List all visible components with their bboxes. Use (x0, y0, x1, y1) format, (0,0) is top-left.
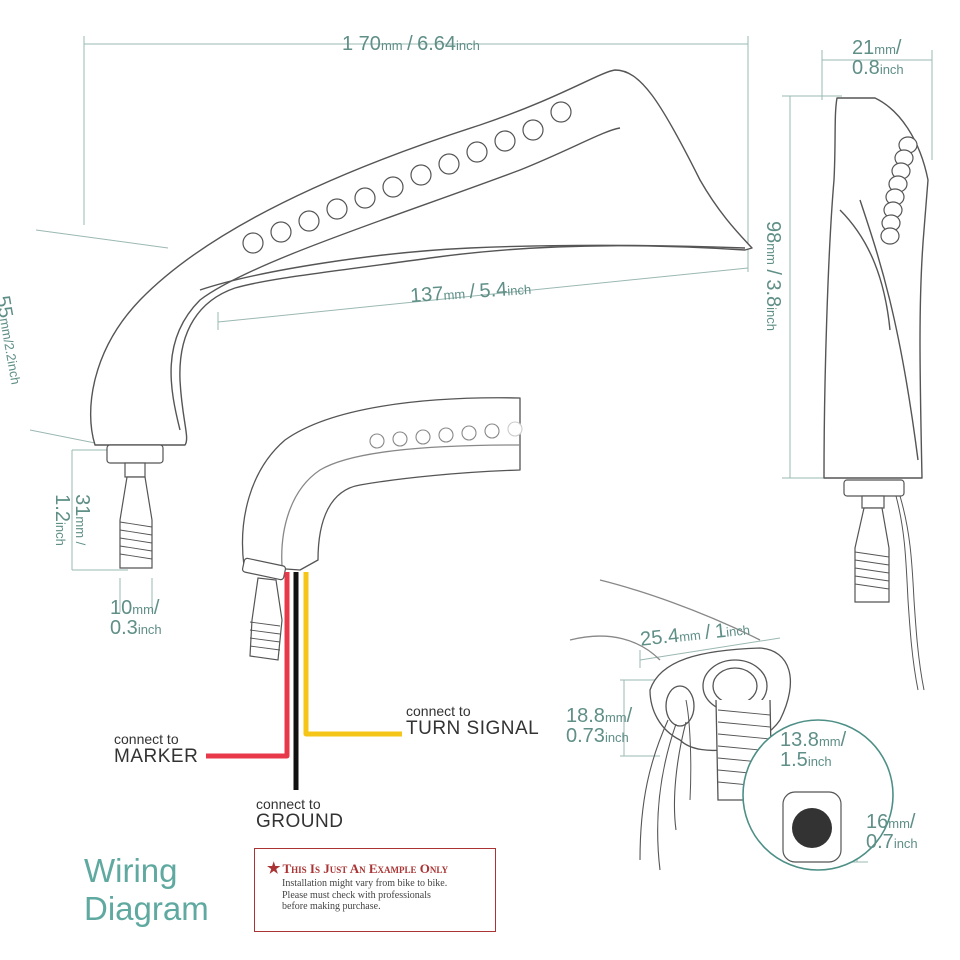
dim-separator: / (703, 621, 712, 644)
dim-alt-unit: inch (4, 359, 24, 386)
led-holes-wiring (369, 421, 523, 449)
dim-side-width: 21mm/ 0.8inch (852, 38, 904, 78)
dim-alt-value: 0.3 (110, 617, 138, 639)
marker-wire (206, 572, 290, 759)
dim-separator: / (407, 33, 413, 55)
dim-base-height: 18.8mm/ 0.73inch (566, 706, 632, 746)
dim-value: 25.4 (639, 624, 681, 651)
stem-wiring (241, 557, 287, 661)
marker-label-line1: connect to (114, 731, 179, 747)
dim-bolt-width: 16mm/ 0.7inch (866, 812, 918, 852)
dim-alt-value: 5.4 (478, 278, 509, 303)
dim-alt-unit: inch (725, 622, 751, 640)
dim-separator: / (468, 280, 476, 304)
diagram-title: Wiring Diagram (84, 852, 209, 928)
stem-main (106, 444, 164, 569)
turn-label-line2: TURN SIGNAL (406, 717, 540, 739)
title-line1: Wiring (84, 852, 178, 889)
dim-unit: mm (678, 627, 702, 645)
dim-stem-width: 10mm/ 0.3inch (110, 598, 162, 638)
dim-alt-value: 3.8 (762, 279, 785, 308)
dim-alt-unit: inch (604, 730, 629, 745)
dim-separator: / (895, 37, 902, 59)
disclaimer-line2: Please must check with professionals (282, 889, 431, 901)
dim-alt-unit: inch (137, 622, 162, 637)
dim-value: 21 (852, 37, 875, 59)
dim-alt-unit: inch (893, 836, 918, 851)
dim-separator: / (762, 269, 785, 275)
dim-unit: mm (874, 42, 896, 57)
dim-value: 31 (70, 494, 93, 517)
dim-alt-value: 1.5 (780, 749, 808, 771)
disclaimer-line1: Installation might vary from bike to bik… (282, 878, 448, 889)
dim-alt-unit: inch (764, 307, 780, 332)
dim-value: 10 (110, 597, 133, 619)
turn-signal-wire-label: connect to TURN SIGNAL (406, 704, 539, 739)
dim-hole-diameter: 13.8mm/ 1.5inch (780, 730, 846, 770)
mirror-body-main (89, 69, 753, 446)
detail-base (569, 579, 792, 871)
stem-side (843, 479, 925, 691)
dim-stem-length: 31mm / 1.2inch (50, 494, 93, 546)
marker-label-line2: MARKER (114, 745, 199, 767)
disclaimer-line3: before making purchase. (282, 901, 381, 912)
dim-unit: mm (818, 734, 841, 749)
dim-alt-value: 0.7 (866, 831, 894, 853)
dim-separator: / (909, 811, 916, 833)
dim-value: 18.8 (566, 705, 605, 727)
dim-separator: / (626, 705, 633, 727)
dim-unit: mm (764, 243, 780, 265)
dim-overall-length: 1 70mm / 6.64inch (342, 34, 480, 54)
detail-magnifier (742, 719, 894, 871)
dim-value: 1 70 (342, 33, 381, 55)
led-holes-main (242, 101, 572, 254)
turn-signal-wire (303, 572, 402, 737)
dim-unit: mm (888, 816, 910, 831)
ground-label-line1: connect to (256, 796, 321, 812)
dim-alt-unit: inch (807, 754, 832, 769)
dim-alt-value: 0.8 (852, 57, 880, 79)
disclaimer-body: Installation might vary from bike to bik… (282, 878, 492, 913)
dim-unit: mm (132, 602, 154, 617)
dim-value: 137 (409, 282, 445, 308)
led-holes-side (880, 136, 918, 245)
wire-bundle (206, 572, 402, 790)
dim-alt-value: 6.64 (417, 33, 457, 55)
turn-label-line1: connect to (406, 703, 471, 719)
disclaimer-heading-text: This Is Just An Example Only (282, 861, 449, 876)
dim-unit: mm (443, 286, 466, 303)
dim-alt-unit: inch (506, 281, 532, 299)
marker-wire-label: connect to MARKER (114, 732, 198, 767)
dim-unit: mm (604, 710, 627, 725)
dim-alt-unit: inch (456, 38, 480, 53)
dim-alt-unit: inch (879, 62, 904, 77)
dim-alt-value: 1.2 (50, 494, 73, 522)
dim-unit: mm (380, 38, 403, 53)
star-icon: ★ (267, 861, 281, 877)
main-view-lines (29, 36, 749, 612)
mirror-body-wiring (241, 397, 521, 571)
ground-wire-label: connect to GROUND (256, 797, 343, 832)
dim-value: 98 (762, 220, 785, 244)
ground-label-line2: GROUND (256, 810, 344, 832)
disclaimer-box: ★This Is Just An Example Only Installati… (254, 848, 496, 932)
dim-value: 16 (866, 811, 889, 833)
side-view-lines (782, 50, 933, 479)
disclaimer-heading: ★This Is Just An Example Only (267, 859, 448, 878)
dim-value: 13.8 (780, 729, 819, 751)
dim-alt-unit: inch (52, 521, 68, 546)
dim-side-height: 98mm / 3.8inch (762, 220, 785, 332)
dim-alt-value: 0.73 (566, 725, 605, 747)
dim-unit: mm / (72, 516, 88, 546)
dim-separator: / (153, 597, 160, 619)
dim-unit: mm (0, 316, 16, 341)
dim-separator: / (840, 729, 847, 751)
title-line2: Diagram (84, 890, 209, 927)
